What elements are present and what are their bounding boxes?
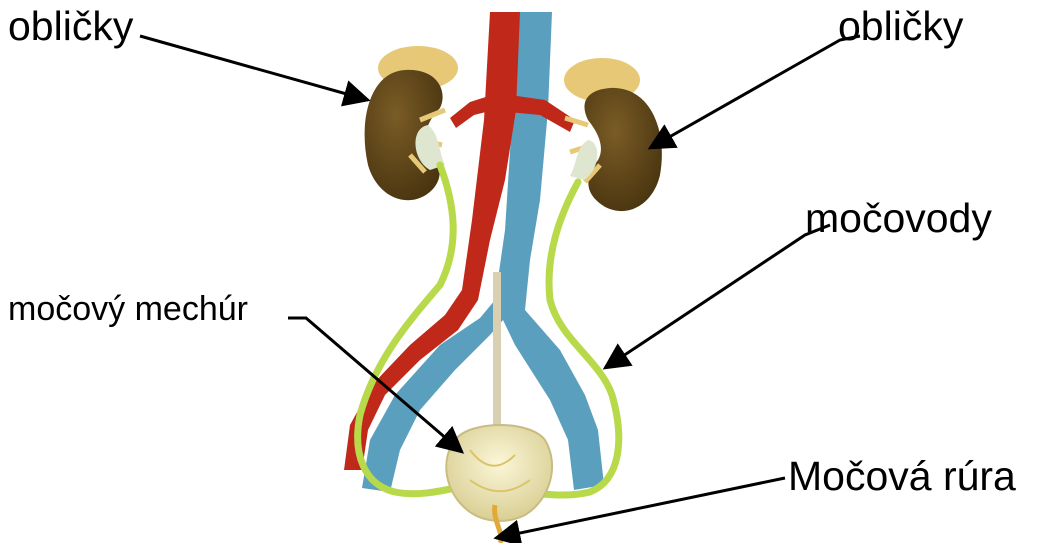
label-bladder: močový mechúr	[8, 292, 248, 326]
arrow-ureters	[605, 225, 830, 368]
label-kidney-left: obličky	[8, 6, 133, 47]
bladder	[446, 425, 552, 543]
label-ureters: močovody	[805, 198, 992, 239]
arrow-kidney-left	[140, 36, 368, 100]
stand-rod	[493, 272, 501, 442]
label-urethra: Močová rúra	[788, 456, 1016, 497]
label-kidney-right: obličky	[838, 6, 963, 47]
arrow-kidney-right	[650, 36, 860, 148]
